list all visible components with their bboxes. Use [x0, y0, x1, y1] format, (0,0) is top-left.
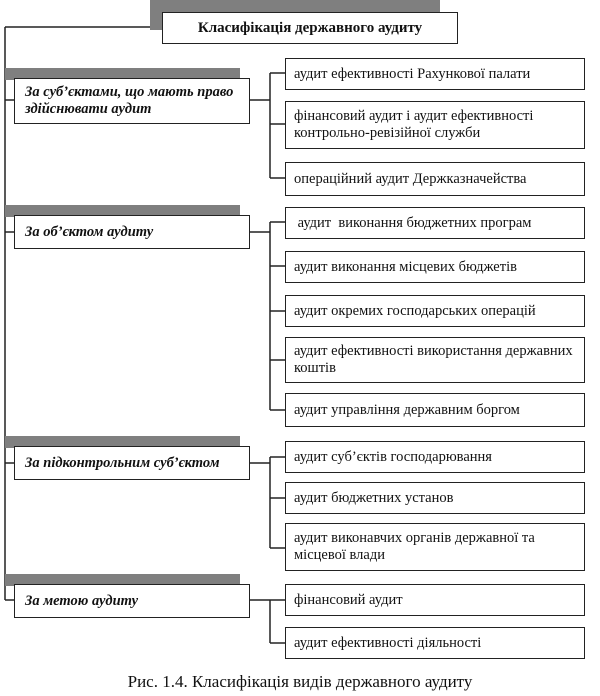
- audit-type-label: фінансовий аудит і аудит ефективності ко…: [294, 108, 534, 141]
- category-controlled-subject: За підконтрольним суб’єктом: [14, 446, 250, 480]
- audit-type-box: фінансовий аудит і аудит ефективності ко…: [285, 101, 585, 149]
- audit-type-box: аудит окремих господарських операцій: [285, 295, 585, 327]
- audit-type-label: операційний аудит Держказначейства: [294, 170, 527, 187]
- category-shadow: [5, 574, 240, 586]
- audit-type-label: аудит ефективності діяльності: [294, 634, 482, 651]
- diagram-title: Класифікація державного аудиту: [162, 12, 458, 44]
- figure-caption: Рис. 1.4. Класифікація видів державного …: [127, 672, 473, 691]
- audit-type-box: операційний аудит Держказначейства: [285, 162, 585, 196]
- category-label: За об’єктом аудиту: [25, 223, 154, 240]
- audit-type-label: аудит виконання місцевих бюджетів: [294, 258, 517, 275]
- category-subjects: За суб’єктами, що мають право здійснюват…: [14, 78, 250, 124]
- diagram-title-text: Класифікація державного аудиту: [197, 19, 423, 36]
- audit-type-box: аудит виконання бюджетних програм: [285, 207, 585, 239]
- category-shadow: [5, 205, 240, 217]
- audit-type-box: аудит виконання місцевих бюджетів: [285, 251, 585, 283]
- audit-type-box: аудит ефективності використання державни…: [285, 337, 585, 383]
- audit-type-label: аудит ефективності використання державни…: [294, 343, 573, 376]
- category-object: За об’єктом аудиту: [14, 215, 250, 249]
- audit-type-label: аудит ефективності Рахункової палати: [294, 65, 531, 82]
- category-purpose: За метою аудиту: [14, 584, 250, 618]
- audit-type-box: аудит виконавчих органів державної та мі…: [285, 523, 585, 571]
- audit-type-label: аудит бюджетних установ: [294, 489, 454, 506]
- category-shadow: [5, 436, 240, 448]
- category-label: За підконтрольним суб’єктом: [25, 454, 220, 471]
- audit-type-box: аудит управління державним боргом: [285, 393, 585, 427]
- audit-type-label: аудит управління державним боргом: [294, 401, 520, 418]
- audit-type-label: аудит виконання бюджетних програм: [294, 214, 532, 231]
- category-label: За метою аудиту: [25, 592, 139, 609]
- category-shadow: [5, 68, 240, 80]
- audit-type-label: аудит окремих господарських операцій: [294, 302, 536, 319]
- audit-type-label: аудит виконавчих органів державної та мі…: [294, 530, 535, 563]
- audit-type-box: аудит суб’єктів господарювання: [285, 441, 585, 473]
- audit-type-box: фінансовий аудит: [285, 584, 585, 616]
- audit-type-label: аудит суб’єктів господарювання: [294, 448, 492, 465]
- audit-type-box: аудит ефективності Рахункової палати: [285, 58, 585, 90]
- audit-type-box: аудит бюджетних установ: [285, 482, 585, 514]
- audit-type-box: аудит ефективності діяльності: [285, 627, 585, 659]
- category-label: За суб’єктами, що мають право здійснюват…: [25, 84, 234, 117]
- audit-type-label: фінансовий аудит: [294, 591, 403, 608]
